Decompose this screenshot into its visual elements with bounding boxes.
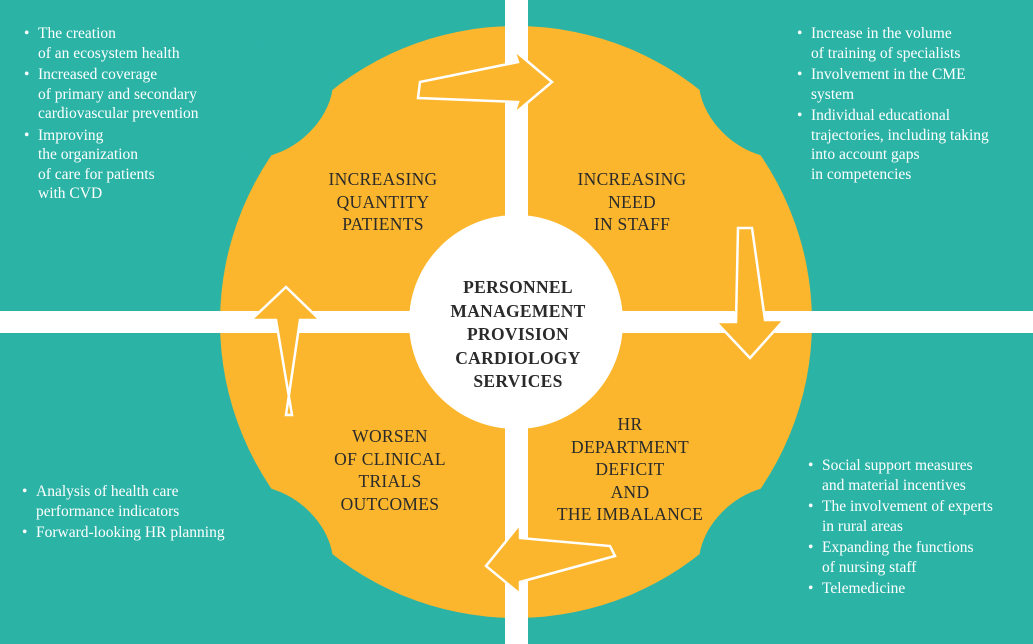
bullet-item: Increase in the volume of training of sp… [797,24,1027,63]
arrow-up-icon [247,285,324,417]
bullet-list-top-right: Increase in the volume of training of sp… [797,24,1027,186]
segment-label-increasing-staff-need: INCREASING NEED IN STAFF [577,169,687,234]
arrow-right-icon [416,46,554,118]
bullet-item: Individual educational trajectories, inc… [797,106,1027,184]
bullet-item: Analysis of health care performance indi… [22,482,282,521]
bullet-list-top-left: The creation of an ecosystem health Incr… [24,24,284,206]
center-title: PERSONNEL MANAGEMENT PROVISION CARDIOLOG… [450,277,586,391]
bullet-item: Telemedicine [808,579,1028,599]
bullet-item: Social support measures and material inc… [808,456,1028,495]
bullet-item: Improving the organization of care for p… [24,126,284,204]
bullet-item: Forward-looking HR planning [22,523,282,543]
segment-label-hr-deficit: HR DEPARTMENT DEFICIT AND THE IMBALANCE [556,414,704,524]
segment-label-increasing-patients: INCREASING QUANTITY PATIENTS [328,169,438,234]
arrow-left-icon [484,520,617,597]
bullet-list-bottom-right: Social support measures and material inc… [808,456,1028,601]
bullet-item: Increased coverage of primary and second… [24,65,284,124]
bullet-item: Expanding the functions of nursing staff [808,538,1028,577]
center-circle [409,215,623,429]
segment-label-worsening-outcomes: WORSEN OF CLINICAL TRIALS OUTCOMES [334,426,446,514]
bullet-list-bottom-left: Analysis of health care performance indi… [22,482,282,545]
bullet-item: The involvement of experts in rural area… [808,497,1028,536]
bullet-item: Involvement in the CME system [797,65,1027,104]
arrow-down-icon [713,226,787,360]
bullet-item: The creation of an ecosystem health [24,24,284,63]
